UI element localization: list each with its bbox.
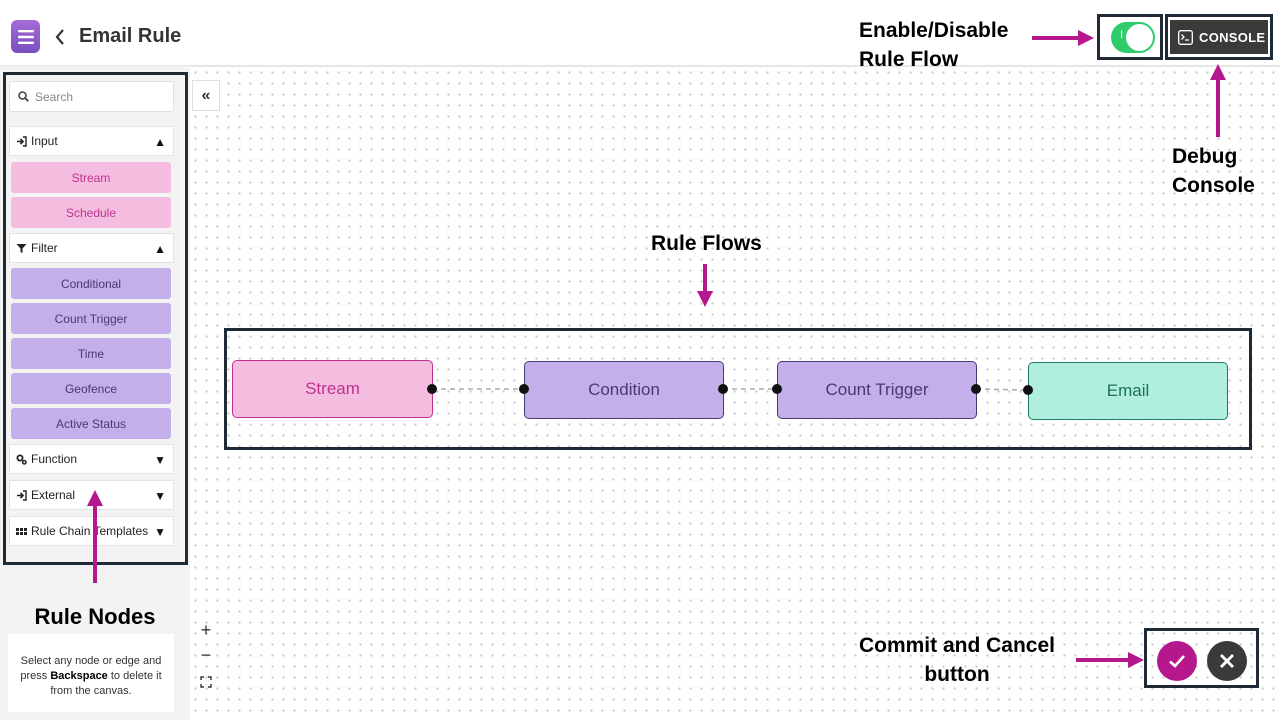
palette-node-geofence[interactable]: Geofence xyxy=(11,373,171,404)
palette-node-stream[interactable]: Stream xyxy=(11,162,171,193)
annotation-commit-label: Commit and Cancel button xyxy=(849,631,1065,689)
caret-down-icon: ▼ xyxy=(154,525,166,539)
menu-button[interactable] xyxy=(11,20,40,53)
toggle-on-mark: I xyxy=(1120,29,1124,41)
console-highlight-box xyxy=(1165,14,1273,60)
chevron-left-icon xyxy=(55,29,64,45)
help-prefix: Select any node or edge and press xyxy=(20,655,162,682)
category-filter[interactable]: Filter ▲ xyxy=(9,233,174,263)
category-input[interactable]: Input ▲ xyxy=(9,126,174,156)
category-filter-label: Filter xyxy=(31,241,58,255)
cancel-button[interactable] xyxy=(1207,641,1247,681)
annotation-flows-label: Rule Flows xyxy=(651,232,762,255)
palette-node-time[interactable]: Time xyxy=(11,338,171,369)
search-icon xyxy=(18,91,29,102)
category-input-label: Input xyxy=(31,134,58,148)
terminal-icon xyxy=(1178,29,1193,45)
annotation-line: Rule Flow xyxy=(859,48,959,71)
category-function-label: Function xyxy=(31,452,78,466)
help-panel xyxy=(8,634,174,712)
annotation-line: Debug xyxy=(1172,145,1238,168)
rule-nodes-highlight-box xyxy=(3,72,188,565)
category-rule-chain-templates-label: Rule Chain Templates xyxy=(31,524,149,538)
fit-view-icon xyxy=(200,676,212,688)
output-port[interactable] xyxy=(427,384,437,394)
hamburger-menu-icon xyxy=(17,29,34,44)
help-suffix: to delete it from the canvas. xyxy=(50,670,162,697)
annotation-line: button xyxy=(924,663,990,686)
flow-node-email[interactable]: Email xyxy=(1028,362,1228,420)
console-button[interactable]: CONSOLE xyxy=(1170,20,1268,54)
annotation-toggle-label: Enable/Disable Rule Flow xyxy=(859,16,1008,74)
collapse-sidebar-button[interactable]: « xyxy=(192,80,220,111)
grid-icon xyxy=(16,527,27,535)
output-port[interactable] xyxy=(971,384,981,394)
console-button-label: CONSOLE xyxy=(1199,29,1266,45)
rule-flows-highlight-box xyxy=(224,328,1252,450)
palette-node-count-trigger[interactable]: Count Trigger xyxy=(11,303,171,334)
checkmark-icon xyxy=(1169,655,1185,668)
back-button[interactable] xyxy=(51,26,69,48)
commit-button[interactable] xyxy=(1157,641,1197,681)
sign-in-icon xyxy=(17,135,27,147)
annotation-line: Commit and Cancel xyxy=(858,634,1056,657)
flow-node-stream[interactable]: Stream xyxy=(232,360,433,418)
zoom-out-button[interactable]: − xyxy=(200,644,212,665)
input-port[interactable] xyxy=(772,384,782,394)
help-text: Select any node or edge and press Backsp… xyxy=(8,654,174,699)
input-port[interactable] xyxy=(1023,385,1033,395)
filter-icon xyxy=(16,243,27,253)
annotation-line: Console xyxy=(1172,174,1255,197)
caret-up-icon: ▲ xyxy=(154,242,166,256)
category-function[interactable]: Function ▼ xyxy=(9,444,174,474)
fit-view-button[interactable] xyxy=(195,671,217,693)
caret-down-icon: ▼ xyxy=(154,489,166,503)
cogs-icon xyxy=(16,454,27,465)
help-key: Backspace xyxy=(50,670,108,682)
flow-node-condition[interactable]: Condition xyxy=(524,361,724,419)
category-rule-chain-templates[interactable]: Rule Chain Templates ▼ xyxy=(9,516,174,546)
close-icon xyxy=(1220,654,1234,668)
commit-cancel-highlight-box xyxy=(1144,628,1259,688)
annotation-nodes-label: Rule Nodes xyxy=(34,604,156,629)
search-input[interactable]: Search xyxy=(9,81,174,112)
palette-node-conditional[interactable]: Conditional xyxy=(11,268,171,299)
header-divider xyxy=(0,65,1280,67)
palette-node-active-status[interactable]: Active Status xyxy=(11,408,171,439)
category-external-label: External xyxy=(31,488,76,502)
toggle-knob xyxy=(1126,24,1153,51)
page-title: Email Rule xyxy=(79,25,182,47)
zoom-in-button[interactable]: + xyxy=(200,619,212,640)
sign-in-icon xyxy=(17,489,27,501)
annotation-line: Enable/Disable xyxy=(859,19,1009,42)
rule-flow-toggle[interactable]: I xyxy=(1111,22,1155,53)
search-placeholder: Search xyxy=(35,89,74,104)
input-port[interactable] xyxy=(519,384,529,394)
caret-up-icon: ▲ xyxy=(154,135,166,149)
toggle-highlight-box xyxy=(1097,14,1163,60)
output-port[interactable] xyxy=(718,384,728,394)
flow-node-count-trigger[interactable]: Count Trigger xyxy=(777,361,977,419)
annotation-console-label: Debug Console xyxy=(1172,142,1255,200)
palette-node-schedule[interactable]: Schedule xyxy=(11,197,171,228)
caret-down-icon: ▼ xyxy=(154,453,166,467)
